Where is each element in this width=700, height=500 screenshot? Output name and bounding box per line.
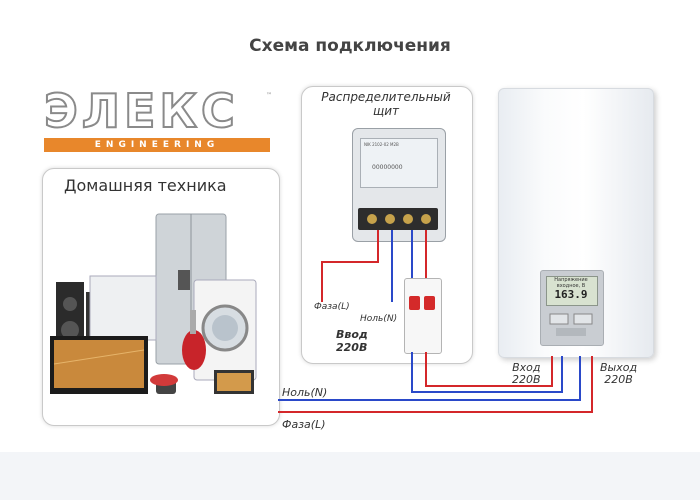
distribution-title-line2: щит [372, 104, 400, 118]
dist-input-label: Ввод 220В [336, 328, 368, 354]
logo-name: ЭЛЕКС [43, 84, 239, 138]
lcd-voltage-value: 163.9 [554, 288, 588, 301]
logo-tm: ™ [266, 92, 272, 99]
meter-terminals [358, 208, 438, 230]
stabilizer-switches [549, 313, 593, 336]
lcd-caption-line1: Напряжение [554, 277, 588, 283]
stabilizer-input-label: Вход 220В [512, 362, 541, 386]
stabilizer-input-label-line1: Вход [512, 361, 541, 374]
output-neutral-label: Ноль(N) [282, 386, 328, 399]
breaker-to-stab-phase [425, 352, 553, 387]
stabilizer-output-label: Выход 220В [600, 362, 637, 386]
stabilizer-lcd [546, 276, 598, 306]
dist-neutral-label: Ноль(N) [360, 314, 398, 324]
circuit-breaker [404, 278, 442, 354]
breaker-switch-left [409, 296, 420, 310]
meter-phase-wire [321, 230, 379, 302]
bottom-band [0, 452, 700, 500]
output-phase-label: Фаза(L) [282, 418, 326, 431]
meter-model: NIK 2102-02 M2B [364, 142, 399, 147]
breaker-to-stab-neutral [411, 352, 563, 393]
home-appliances-title: Домашняя техника [64, 176, 227, 195]
output-neutral-wire [278, 356, 581, 401]
dist-input-label-line2: 220В [336, 341, 368, 354]
diagram-title: Схема подключения [249, 36, 451, 56]
logo-tagline: ENGINEERING [44, 138, 270, 152]
meter-digits: 00000000 [372, 164, 403, 171]
lcd-caption: Напряжение входное, В [547, 277, 595, 289]
stabilizer-output-label-line1: Выход [600, 361, 638, 374]
stabilizer-input-label-line2: 220В [512, 373, 541, 386]
distribution-title-line1: Распределительный [321, 90, 451, 104]
dist-input-label-line1: Ввод [336, 328, 368, 341]
meter-display [360, 138, 438, 188]
output-phase-wire [278, 356, 593, 413]
distribution-board-title: Распределительный щит [301, 90, 471, 118]
appliances-illustration [50, 213, 257, 394]
breaker-switch-right [424, 296, 435, 310]
lcd-caption-line2: входное, В [556, 283, 586, 289]
stabilizer-output-label-line2: 220В [604, 373, 633, 386]
dist-phase-label: Фаза(L) [314, 302, 350, 312]
elex-logo: ЭЛЕКС ™ ENGINEERING [43, 84, 274, 152]
